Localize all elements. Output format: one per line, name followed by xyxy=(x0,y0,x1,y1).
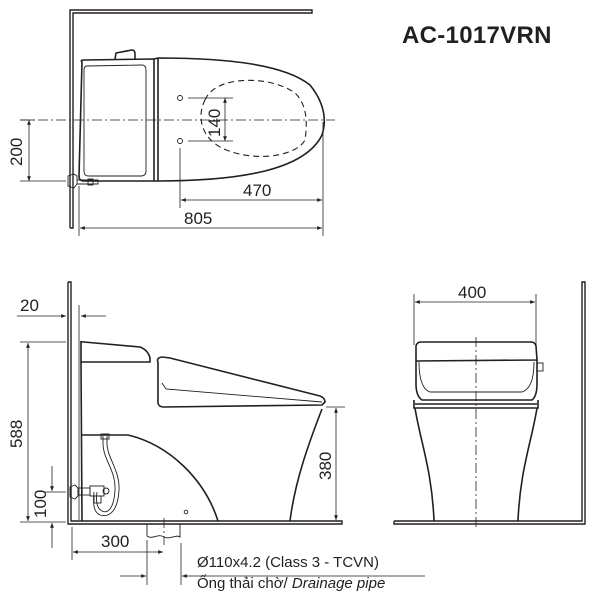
flush-button xyxy=(114,49,136,60)
dim-200: 200 xyxy=(7,138,26,166)
dim-588: 588 xyxy=(7,420,26,448)
top-view: 140 200 470 805 xyxy=(7,9,335,236)
dim-400: 400 xyxy=(458,283,486,302)
drain-pipe-label: Ống thải chờ/ Drainage pipe xyxy=(197,575,385,592)
top-supply-valve xyxy=(67,173,99,189)
model-title: AC-1017VRN xyxy=(402,22,552,49)
dim-380: 380 xyxy=(316,452,335,480)
dim-20: 20 xyxy=(20,296,39,315)
front-view: 400 xyxy=(393,281,586,528)
side-wall-floor xyxy=(67,281,343,525)
drain-label-vi: Ống thải chờ/ xyxy=(197,575,292,592)
side-view: 20 588 100 38 xyxy=(7,281,425,585)
dim-100: 100 xyxy=(31,490,50,518)
dim-300: 300 xyxy=(101,532,129,551)
drain-pipe-stub xyxy=(146,524,181,539)
drain-pipe-spec: Ø110x4.2 (Class 3 - TCVN) xyxy=(197,554,379,571)
bolt-hole-top xyxy=(177,95,183,101)
drain-label-en: Drainage pipe xyxy=(291,575,386,592)
dim-470: 470 xyxy=(243,181,271,200)
dim-805: 805 xyxy=(184,209,212,228)
bolt-hole-bottom xyxy=(177,138,183,144)
bowl-outline xyxy=(153,57,326,182)
side-bowl xyxy=(289,408,323,522)
dim-140: 140 xyxy=(205,109,224,137)
front-wall-floor xyxy=(393,281,586,525)
side-tank xyxy=(80,340,151,363)
angle-valve xyxy=(69,484,79,500)
front-lid xyxy=(415,341,538,362)
side-seat-lid xyxy=(156,356,326,408)
side-button xyxy=(536,362,544,372)
supply-hose xyxy=(96,436,116,513)
front-pedestal xyxy=(414,407,435,522)
tank-lid xyxy=(83,64,147,177)
top-wall xyxy=(69,9,313,229)
floor-bolt xyxy=(183,509,189,515)
